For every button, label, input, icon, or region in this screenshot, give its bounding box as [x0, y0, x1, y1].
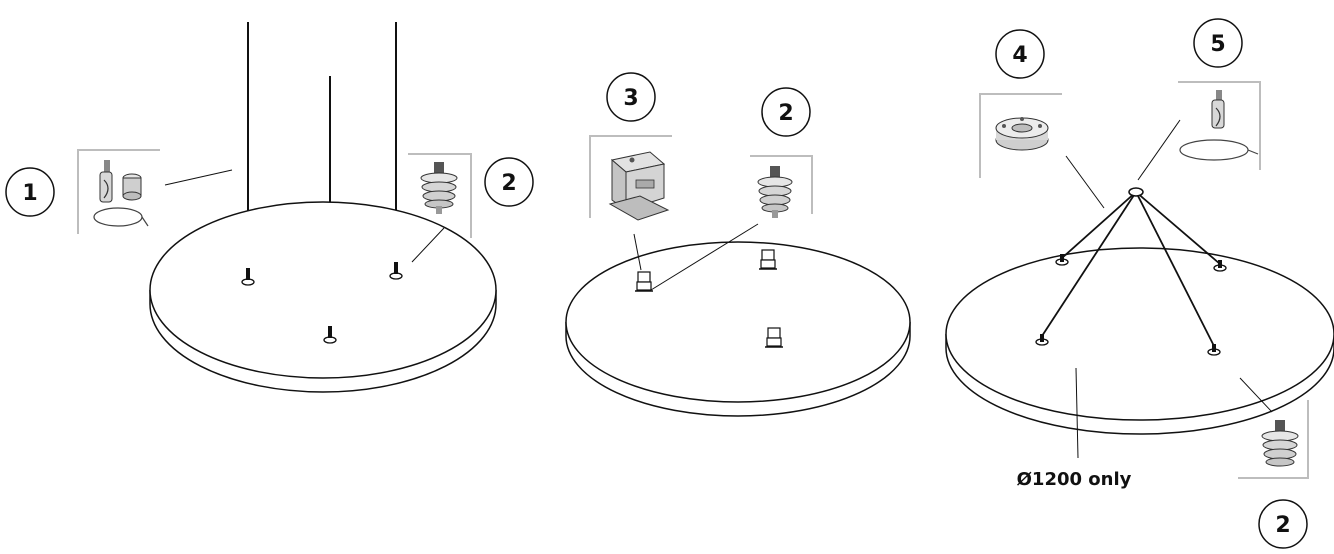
wire-suspension-kit-icon [93, 160, 149, 227]
detail-frame [408, 153, 472, 238]
ceiling-anchor-icon [1261, 420, 1299, 467]
callout-5: 5 [1193, 18, 1243, 68]
wire-fitting [323, 326, 337, 344]
svg-text:5: 5 [1210, 32, 1225, 57]
svg-text:2: 2 [501, 171, 516, 196]
wire-fitting [241, 268, 255, 286]
suspension-cable [1041, 191, 1137, 337]
disc-top [565, 241, 911, 403]
detail-frame [77, 149, 160, 234]
svg-text:4: 4 [1012, 43, 1027, 68]
t-grid-clip [635, 271, 653, 292]
ceiling-anchor-icon [757, 166, 793, 218]
disc-top [149, 201, 497, 379]
panel-grid-clip: 3 2 [565, 72, 911, 417]
callout-2: 2 [484, 157, 534, 207]
suspension-cable [1061, 191, 1137, 259]
detail-frame [1178, 81, 1261, 170]
callout-4: 4 [995, 29, 1045, 79]
wire-fitting [389, 262, 403, 280]
callout-2: 2 [1258, 499, 1308, 549]
svg-text:1: 1 [22, 181, 37, 206]
leader-line [1239, 377, 1273, 413]
cable-gripper-kit-icon [1179, 90, 1259, 161]
callout-1: 1 [5, 167, 55, 217]
cable-fitting [1207, 344, 1221, 356]
cable-fitting [1213, 260, 1227, 272]
leader-line [1137, 119, 1181, 181]
cable-hub [1128, 187, 1144, 197]
leader-line [164, 169, 233, 186]
detail-frame [1238, 400, 1309, 479]
leader-line [1075, 367, 1079, 459]
detail-frame [589, 135, 672, 218]
leader-line [650, 223, 759, 291]
panel-wire-suspension: 1 2 [5, 22, 534, 393]
detail-frame [750, 155, 813, 214]
t-grid-clip [765, 327, 783, 348]
svg-text:2: 2 [1275, 513, 1290, 538]
suspension-cable [1135, 191, 1215, 347]
suspension-cable [1135, 191, 1221, 265]
callout-2: 2 [761, 87, 811, 137]
cable-fitting [1035, 334, 1049, 346]
size-note: Ø1200 only [1017, 469, 1132, 490]
t-grid-clip [759, 249, 777, 270]
leader-line [411, 227, 445, 263]
panel-ceiling-rose: 4 5 2 Ø1200 only [945, 18, 1334, 549]
callout-3: 3 [606, 72, 656, 122]
detail-frame [979, 93, 1062, 178]
cable-fitting [1055, 254, 1069, 266]
svg-text:3: 3 [623, 86, 638, 111]
leader-line [633, 233, 642, 271]
ceiling-anchor-icon [420, 162, 458, 214]
t-grid-clip-icon [608, 151, 670, 221]
leader-line [1065, 155, 1105, 209]
ceiling-rose-icon [995, 117, 1049, 151]
disc-top [945, 247, 1334, 421]
svg-text:2: 2 [778, 101, 793, 126]
